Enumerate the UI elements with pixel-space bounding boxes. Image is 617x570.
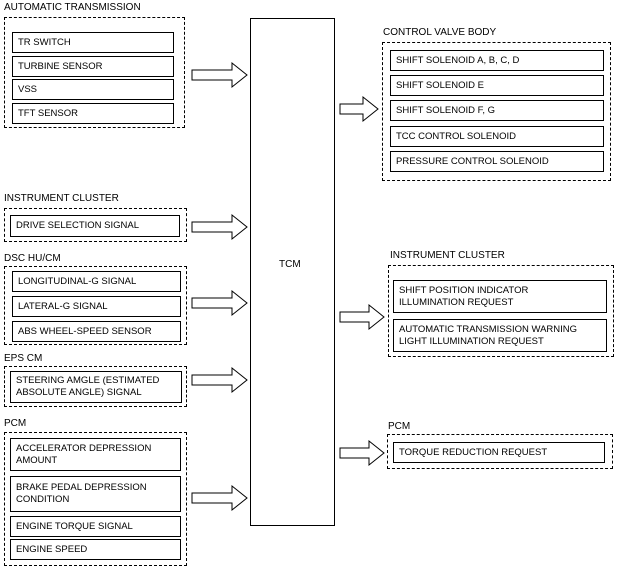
group-title-dsc-hu-cm: DSC HU/CM (4, 253, 61, 264)
arrow-tcm-to-control-valve-body (339, 95, 379, 123)
tcm-label: TCM (279, 259, 301, 270)
arrow-dsc-hu-cm-to-tcm (191, 289, 248, 317)
arrow-tcm-to-pcm (339, 439, 385, 467)
item-torque-reduction-request: TORQUE REDUCTION REQUEST (393, 442, 605, 463)
arrow-eps-cm-to-tcm (191, 366, 248, 394)
arrow-tcm-to-instrument-cluster (339, 303, 385, 331)
group-title-instrument-cluster-output: INSTRUMENT CLUSTER (390, 250, 505, 261)
group-dsc-hu-cm (4, 266, 187, 345)
item-drive-selection-signal: DRIVE SELECTION SIGNAL (10, 215, 180, 237)
item-brake-pedal-depression-condition: BRAKE PEDAL DEPRESSION CONDITION (10, 476, 181, 512)
item-shift-solenoid-e: SHIFT SOLENOID E (390, 75, 604, 96)
group-title-automatic-transmission: AUTOMATIC TRANSMISSION (4, 2, 141, 13)
group-instrument-cluster-output (388, 265, 614, 357)
group-eps-cm (4, 366, 187, 407)
group-title-eps-cm: EPS CM (4, 353, 43, 364)
item-longitudinal-g-signal: LONGITUDINAL-G SIGNAL (12, 271, 181, 292)
item-tr-switch: TR SWITCH (12, 32, 174, 53)
item-vss: VSS (12, 79, 174, 100)
item-engine-torque-signal: ENGINE TORQUE SIGNAL (10, 516, 181, 537)
arrow-pcm-to-tcm (191, 484, 248, 512)
item-abs-wheel-speed-sensor: ABS WHEEL-SPEED SENSOR (12, 321, 181, 342)
item-shift-solenoid-abcd: SHIFT SOLENOID A, B, C, D (390, 50, 604, 71)
group-title-control-valve-body: CONTROL VALVE BODY (383, 27, 497, 38)
group-title-pcm-output: PCM (388, 421, 411, 432)
group-instrument-cluster-input (4, 208, 187, 242)
item-shift-position-indicator-request: SHIFT POSITION INDICATOR ILLUMINATION RE… (393, 280, 607, 313)
item-shift-solenoid-fg: SHIFT SOLENOID F, G (390, 100, 604, 121)
item-tcc-control-solenoid: TCC CONTROL SOLENOID (390, 126, 604, 147)
item-engine-speed: ENGINE SPEED (10, 539, 181, 560)
tcm-box (250, 18, 335, 526)
item-pressure-control-solenoid: PRESSURE CONTROL SOLENOID (390, 151, 604, 172)
group-automatic-transmission (4, 17, 185, 128)
group-title-instrument-cluster-input: INSTRUMENT CLUSTER (4, 193, 119, 204)
group-pcm-input (4, 432, 187, 566)
item-at-warning-light-request: AUTOMATIC TRANSMISSION WARNING LIGHT ILL… (393, 319, 607, 352)
item-steering-angle-signal: STEERING AMGLE (ESTIMATED ABSOLUTE ANGLE… (10, 371, 182, 403)
group-title-pcm-input: PCM (4, 418, 27, 429)
item-accelerator-depression-amount: ACCELERATOR DEPRESSION AMOUNT (10, 438, 181, 471)
item-turbine-sensor: TURBINE SENSOR (12, 56, 174, 77)
item-lateral-g-signal: LATERAL-G SIGNAL (12, 296, 181, 317)
group-control-valve-body (382, 42, 611, 181)
arrow-automatic-transmission-to-tcm (191, 61, 248, 89)
group-pcm-output (387, 434, 613, 469)
arrow-instrument-cluster-to-tcm (191, 213, 248, 241)
item-tft-sensor: TFT SENSOR (12, 103, 174, 124)
